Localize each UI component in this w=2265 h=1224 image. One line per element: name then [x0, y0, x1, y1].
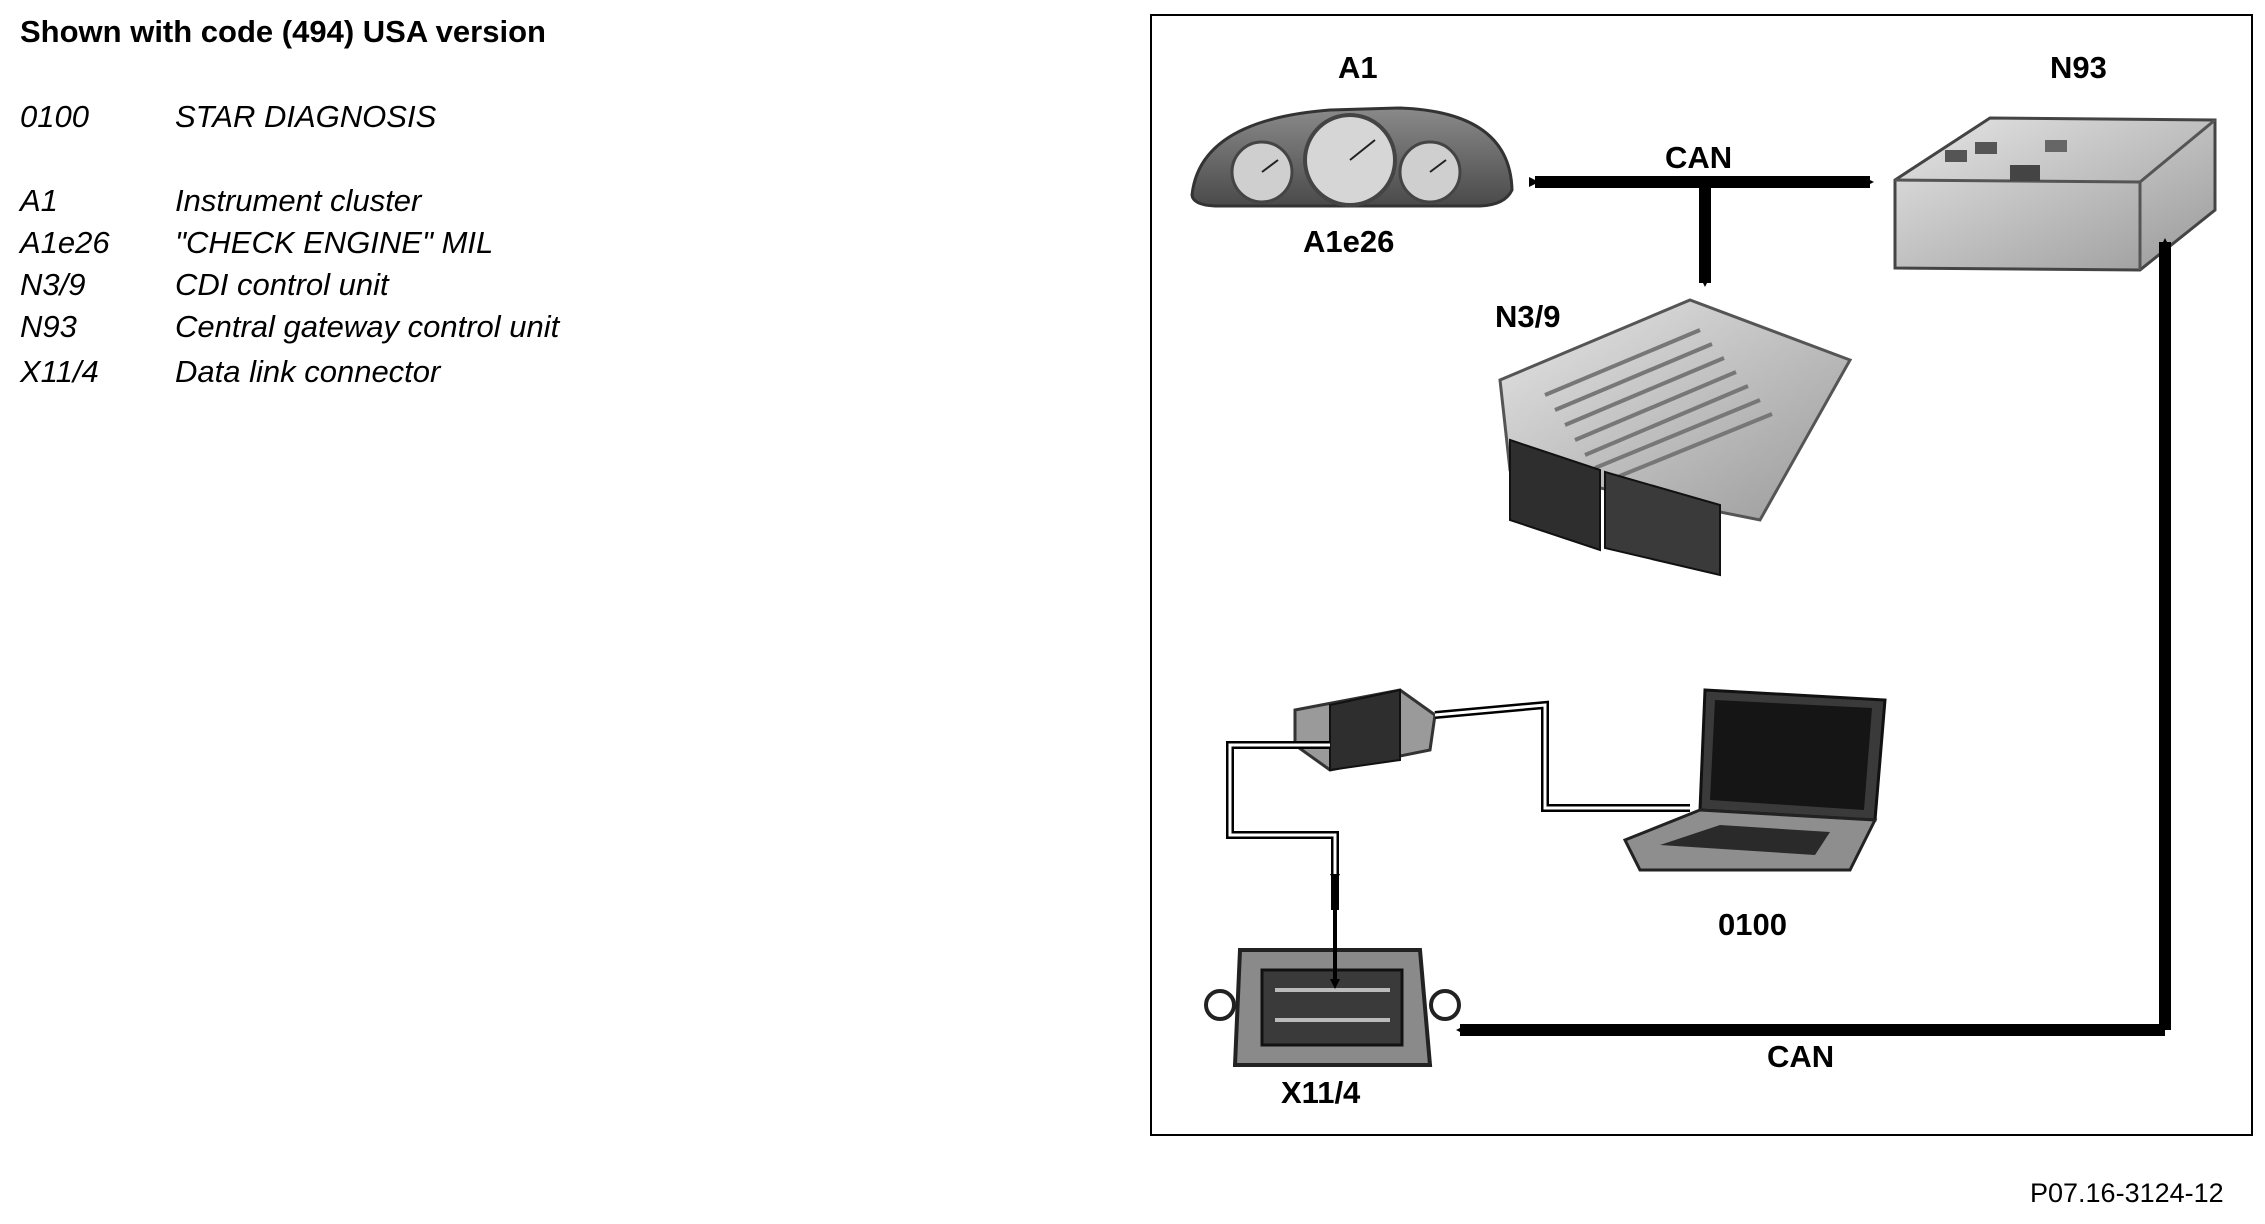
label-a1: A1 [1338, 50, 1378, 85]
legend-description: CDI control unit [175, 267, 389, 302]
label-diag-0100: 0100 [1718, 907, 1787, 942]
legend-description: Data link connector [175, 354, 441, 389]
label-n39: N3/9 [1495, 299, 1560, 334]
figure-reference: P07.16-3124-12 [2030, 1178, 2224, 1208]
page-title: Shown with code (494) USA version [20, 14, 546, 49]
gateway-unit-icon [1893, 116, 2217, 272]
legend-code: N3/9 [20, 267, 86, 302]
diagnosis-adapter-icon [1293, 688, 1437, 772]
legend-description: Instrument cluster [175, 183, 422, 218]
cdi-control-unit-icon [1498, 298, 1853, 577]
label-x114: X11/4 [1281, 1075, 1361, 1110]
laptop-icon [1622, 688, 1887, 872]
label-can-bottom: CAN [1767, 1039, 1834, 1074]
instrument-cluster-icon [1190, 106, 1514, 208]
legend-description: STAR DIAGNOSIS [175, 99, 437, 134]
label-a1e26: A1e26 [1303, 224, 1394, 259]
can-bus-lines [1456, 176, 2171, 1036]
legend-description: Central gateway control unit [175, 309, 560, 344]
label-can-top: CAN [1665, 140, 1732, 175]
legend-description: "CHECK ENGINE" MIL [175, 225, 494, 260]
legend-code: N93 [20, 309, 77, 344]
legend-code: A1e26 [20, 225, 110, 260]
diagram-frame [1150, 14, 2253, 1136]
legend-code: X11/4 [20, 354, 99, 389]
label-n93: N93 [2050, 50, 2107, 85]
data-link-connector-icon [1204, 948, 1461, 1067]
legend-code: 0100 [20, 99, 89, 134]
diagnostic-cables [1226, 700, 1690, 989]
legend-code: A1 [20, 183, 58, 218]
